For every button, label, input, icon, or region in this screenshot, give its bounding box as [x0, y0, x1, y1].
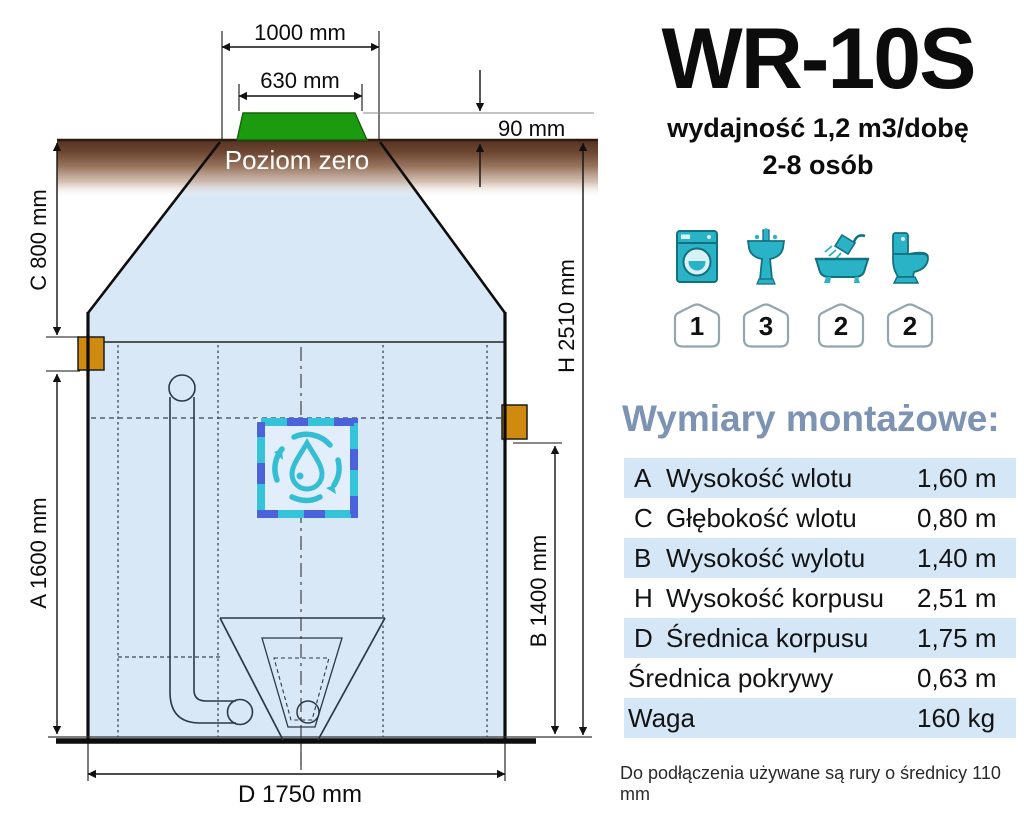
fixture-bathtub: 2 — [803, 228, 879, 349]
row-label: Średnica pokrywy — [628, 662, 834, 693]
row-value: 160 kg — [917, 702, 996, 733]
table-row: Waga 160 kg — [624, 698, 1016, 738]
washbasin-icon — [746, 228, 786, 285]
badge-shape-icon — [817, 303, 865, 348]
row-value: 1,40 m — [917, 542, 997, 573]
ground-level-label: Poziom zero — [225, 145, 370, 175]
row-letter: B — [634, 542, 652, 573]
badge-shape-icon — [673, 303, 721, 348]
tank-cross-section-drawing: Poziom zero — [26, 20, 598, 808]
dimensions-table-title: Wymiary montażowe: — [622, 398, 1000, 439]
badge-shape-icon — [742, 303, 790, 348]
settling-funnel — [219, 617, 386, 741]
row-value: 1,75 m — [917, 622, 997, 653]
fixture-toilet: 2 — [872, 228, 948, 349]
fixture-count: 2 — [902, 311, 918, 341]
row-letter: D — [634, 622, 653, 653]
table-row: Średnica pokrywy 0,63 m — [624, 658, 1016, 698]
fixture-count: 2 — [833, 311, 849, 341]
row-label: Głębokość wlotu — [666, 502, 857, 533]
table-row: C Głębokość wlotu 0,80 m — [624, 498, 1016, 538]
count-badge: 2 — [814, 303, 868, 349]
dimensions-table: A Wysokość wlotu 1,60 m C Głębokość wlot… — [624, 458, 1016, 738]
table-row: B Wysokość wylotu 1,40 m — [624, 538, 1016, 578]
dim-outlet-height: B 1400 mm — [526, 535, 551, 648]
row-letter: C — [634, 502, 653, 533]
row-value: 0,63 m — [917, 662, 997, 693]
dim-inlet-depth: C 800 mm — [26, 189, 51, 290]
dimension-lines — [46, 31, 594, 781]
persons-subtitle: 2-8 osób — [762, 150, 874, 180]
row-value: 1,60 m — [917, 462, 997, 493]
row-letter: A — [634, 462, 652, 493]
row-label: Wysokość korpusu — [666, 582, 884, 613]
table-row: A Wysokość wlotu 1,60 m — [624, 458, 1016, 498]
dimension-labels: 1000 mm 630 mm 90 mm C 800 mm A 1600 mm … — [26, 20, 579, 808]
ground-band — [57, 140, 598, 198]
washing-machine-icon — [676, 230, 718, 283]
dim-body-diameter: D 1750 mm — [238, 781, 362, 808]
dim-lid-height: 90 mm — [498, 116, 565, 141]
count-badge: 3 — [739, 303, 793, 349]
info-panel: WR-10S wydajność 1,2 m3/dobę 2-8 osób 1 — [612, 0, 1024, 834]
row-label: Średnica korpusu — [666, 622, 869, 653]
tank-lid — [236, 112, 369, 141]
water-recycle-logo — [256, 418, 358, 518]
count-badge: 2 — [883, 303, 937, 349]
capacity-subtitle: wydajność 1,2 m3/dobę — [667, 113, 969, 143]
fixture-washing-machine: 1 — [659, 228, 735, 349]
pipe-diameter-footnote: Do podłączenia używane są rury o średnic… — [620, 763, 1001, 804]
fixture-washbasin: 3 — [728, 228, 804, 349]
dim-top-width: 1000 mm — [254, 20, 346, 45]
count-badge: 1 — [670, 303, 724, 349]
product-model-title: WR-10S — [661, 11, 977, 107]
inlet-pipe-stub — [77, 336, 105, 371]
row-value: 0,80 m — [917, 502, 997, 533]
row-letter: H — [634, 582, 653, 613]
interior-lines — [91, 341, 504, 768]
row-label: Wysokość wlotu — [666, 462, 853, 493]
dim-lid-width: 630 mm — [260, 68, 339, 93]
dim-inlet-height: A 1600 mm — [26, 497, 51, 608]
row-label: Waga — [628, 702, 695, 733]
fixture-count: 1 — [689, 311, 705, 341]
table-row: H Wysokość korpusu 2,51 m — [624, 578, 1016, 618]
table-row: D Średnica korpusu 1,75 m — [624, 618, 1016, 658]
bathtub-icon — [814, 233, 870, 283]
row-value: 2,51 m — [917, 582, 997, 613]
fixture-count: 3 — [758, 311, 774, 341]
row-label: Wysokość wylotu — [666, 542, 866, 573]
toilet-icon — [892, 232, 929, 284]
badge-shape-icon — [886, 303, 934, 348]
internal-pipe — [168, 374, 254, 726]
dim-body-height: H 2510 mm — [554, 259, 579, 373]
